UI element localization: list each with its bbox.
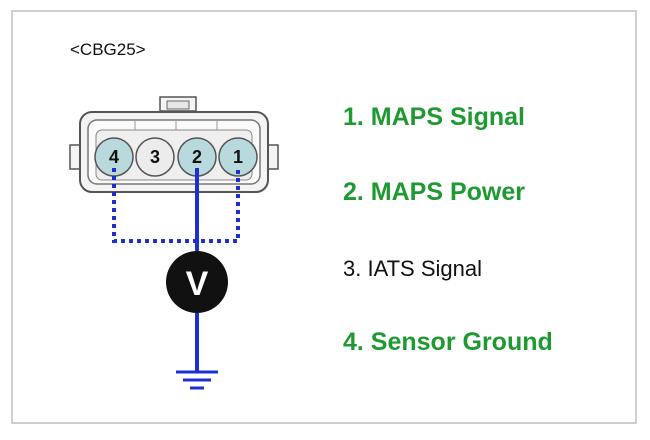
pin-4: 4 [94,137,134,177]
connector-latch [159,96,197,112]
pin-1: 1 [218,137,258,177]
legend-item-iats-signal: 3. IATS Signal [343,256,482,281]
voltmeter-label: V [186,265,209,303]
dotted-probe-wire [112,168,240,243]
pin-3-circle [135,137,175,177]
pin-4-label: 4 [109,147,119,167]
pin-2-label: 2 [192,147,202,167]
pin-3-label: 3 [150,147,160,167]
legend-item-sensor-ground: 4. Sensor Ground [343,328,553,356]
pin-1-label: 1 [233,147,243,167]
pin-3: 3 [135,137,175,177]
connector-id-label: <CBG25> [70,40,146,59]
voltmeter-circle [166,251,228,313]
pin-1-circle [218,137,258,177]
legend-item-maps-signal: 1. MAPS Signal [343,103,525,131]
voltmeter: V [166,251,228,313]
ground-icon [176,370,218,390]
legend-item-maps-power: 2. MAPS Power [343,178,525,206]
